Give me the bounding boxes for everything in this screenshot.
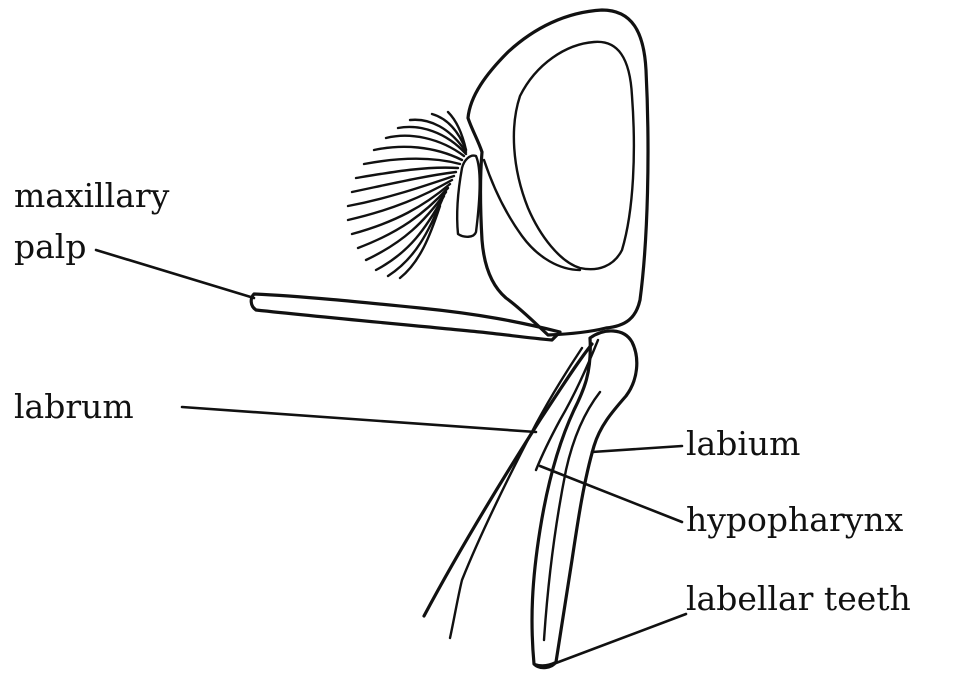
label-labrum: labrum xyxy=(14,387,134,426)
leader-maxillary-palp xyxy=(96,250,254,298)
head-capsule-outline xyxy=(468,10,648,335)
label-palp: palp xyxy=(14,227,86,266)
head-inner-lobe xyxy=(514,42,634,269)
label-labium: labium xyxy=(686,424,800,463)
label-hypopharynx: hypopharynx xyxy=(686,500,904,539)
maxilla-stalk xyxy=(457,156,480,237)
leader-labellar-teeth xyxy=(548,614,686,666)
label-maxillary: maxillary xyxy=(14,176,170,215)
bristle-tuft xyxy=(348,112,466,278)
label-labellar-teeth: labellar teeth xyxy=(686,579,911,618)
leader-labium xyxy=(592,446,682,452)
labium-inner-edge xyxy=(544,392,600,640)
maxillary-palp-rod xyxy=(251,294,560,340)
leader-labrum xyxy=(182,407,536,432)
